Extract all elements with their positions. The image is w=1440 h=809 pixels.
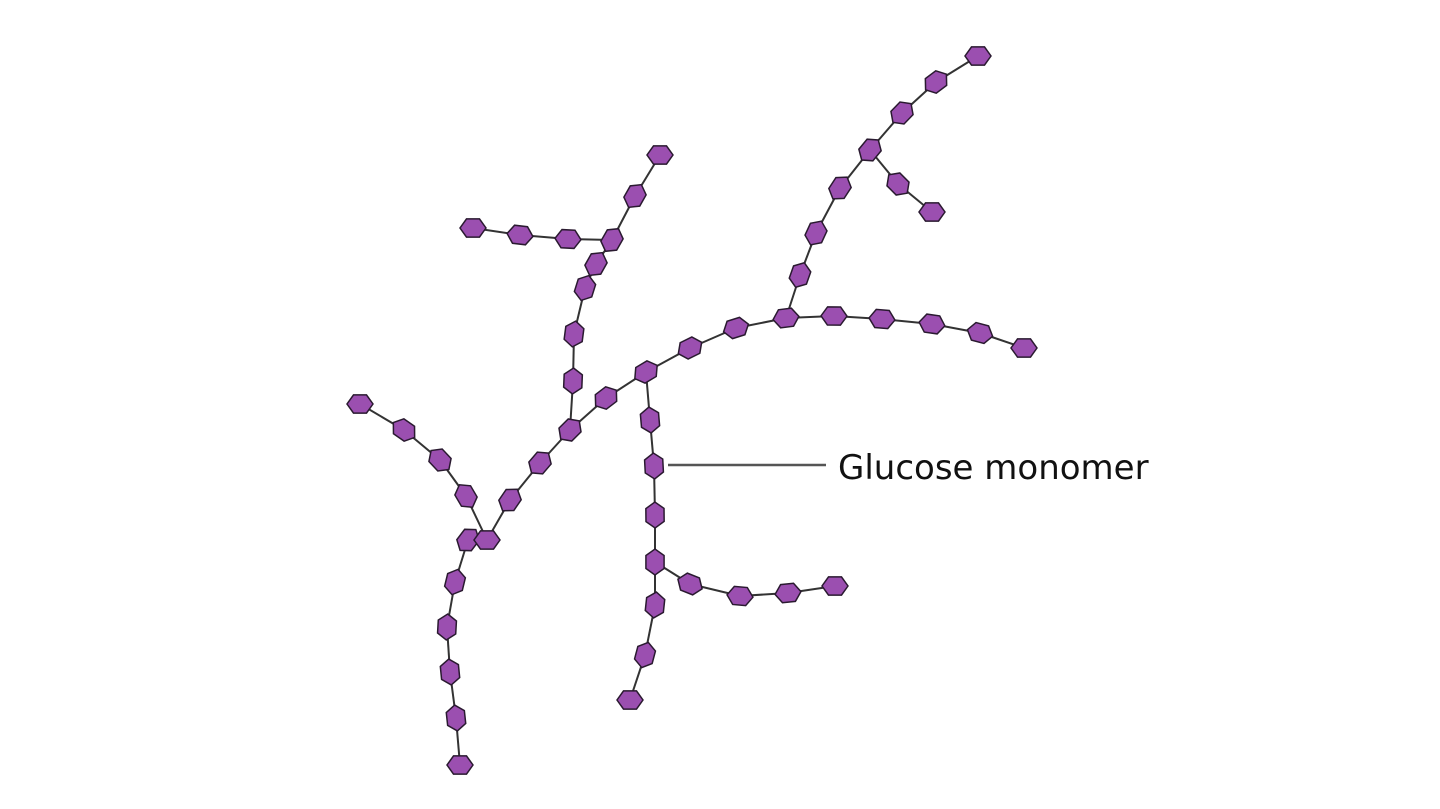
glucose-monomer-hexagon — [506, 224, 534, 246]
glucose-monomer-hexagon — [497, 488, 523, 512]
glucose-monomer-hexagon — [584, 251, 608, 277]
glucose-monomer-hexagon — [821, 576, 849, 596]
glucose-monomer-hexagon — [346, 394, 374, 414]
glucose-monomer-hexagon — [886, 172, 910, 196]
glucose-monomer-hexagon — [554, 228, 582, 250]
glucose-monomer-hexagon — [722, 316, 750, 340]
glucose-monomer-hexagon — [633, 641, 657, 669]
glucose-monomer-hexagon — [428, 448, 452, 472]
glucose-monomer-hexagon — [858, 138, 882, 162]
glucose-monomer-hexagon — [563, 320, 585, 348]
glucose-monomer-hexagon — [868, 308, 896, 330]
glucose-monomer-hexagon — [594, 385, 618, 411]
glucose-monomer-hexagon — [772, 307, 800, 329]
glucose-monomer-hexagon — [616, 690, 644, 710]
glucose-monomer-hexagon — [446, 755, 474, 775]
glucose-monomer-hexagon — [918, 202, 946, 222]
glucose-monomer-hexagon — [634, 360, 658, 384]
glucose-monomer-hexagon — [827, 176, 853, 200]
glucose-monomer-hexagon — [677, 336, 703, 360]
glucose-monomer-hexagon — [890, 101, 914, 125]
glucose-monomer-hexagon — [459, 218, 487, 238]
glucose-monomer-hexagon — [726, 585, 754, 607]
glucose-monomer-hexagon — [528, 451, 552, 475]
glucose-monomer-hexagon — [645, 548, 665, 576]
glucose-monomer-hexagon — [964, 46, 992, 66]
glucose-monomer-hexagon — [646, 145, 674, 165]
glucose-monomer-hexagon — [639, 406, 661, 434]
glycosidic-bonds — [359, 55, 1025, 766]
glucose-monomer-hexagon — [643, 452, 665, 480]
glucose-monomer-hexagon — [774, 582, 802, 604]
glucose-monomer-hexagon — [1010, 338, 1038, 358]
glucose-monomers — [346, 46, 1038, 775]
glucose-monomer-hexagon — [645, 501, 665, 529]
glucose-monomer-hexagon — [558, 418, 582, 442]
glucose-monomer-hexagon — [644, 591, 666, 619]
glucose-monomer-hexagon — [443, 568, 467, 596]
glucose-monomer-hexagon — [573, 274, 597, 302]
glucose-monomer-hexagon — [445, 704, 467, 732]
glucose-monomer-hexagon — [600, 227, 624, 253]
glucose-monomer-label: Glucose monomer — [838, 448, 1149, 488]
glucose-monomer-hexagon — [439, 658, 461, 686]
glucose-monomer-hexagon — [966, 321, 994, 345]
glucose-monomer-hexagon — [677, 572, 703, 596]
glucose-monomer-hexagon — [454, 483, 478, 509]
glucose-monomer-hexagon — [436, 613, 458, 641]
glucose-monomer-hexagon — [788, 261, 812, 289]
glucose-monomer-hexagon — [562, 367, 584, 395]
glucose-monomer-hexagon — [820, 306, 848, 326]
glucose-monomer-hexagon — [918, 313, 946, 335]
glucose-monomer-hexagon — [924, 69, 948, 95]
glucose-monomer-hexagon — [392, 417, 416, 443]
glucose-monomer-hexagon — [473, 530, 501, 550]
glucose-monomer-hexagon — [804, 220, 828, 246]
glucose-monomer-hexagon — [623, 183, 647, 209]
